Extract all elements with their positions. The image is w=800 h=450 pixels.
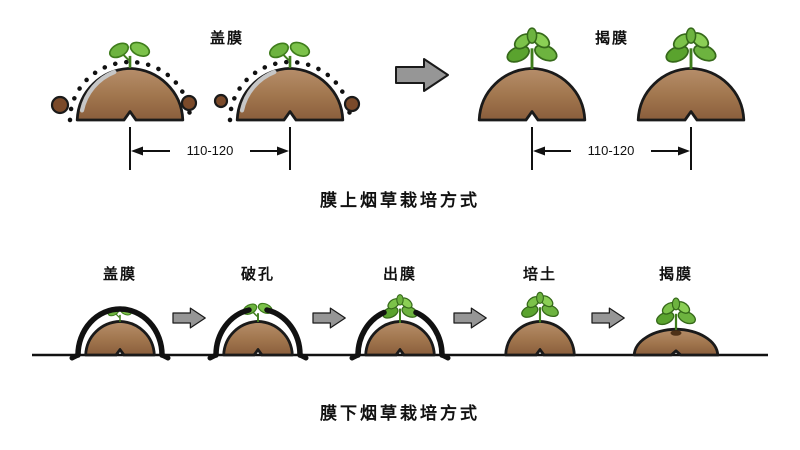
soil-mound-icon [222, 320, 294, 357]
arrow-right-icon [453, 307, 487, 329]
soil-clod-icon [50, 95, 70, 115]
right-dimension-label: 110-120 [571, 143, 651, 158]
top-remove-film-label: 揭膜 [594, 30, 629, 47]
planting-hole-icon [670, 330, 682, 336]
covered-mound-1 [75, 66, 185, 122]
film-dome-icon [213, 307, 303, 358]
covered-mound-2 [235, 66, 345, 122]
soil-mound-icon [636, 66, 746, 122]
soil-mound-icon [364, 320, 436, 357]
arrow-right-icon [395, 58, 449, 92]
stage-earth-up [504, 291, 576, 357]
arrow-right-icon [172, 307, 206, 329]
soil-mound-icon [477, 66, 587, 122]
plant-icon [518, 291, 562, 324]
plant-icon [653, 296, 699, 332]
stage-remove-film [632, 296, 720, 357]
film-sheen-icon [79, 69, 117, 113]
film-dome-icon [355, 309, 445, 358]
stage-break-hole [207, 300, 309, 361]
soil-mound-icon [504, 320, 576, 357]
plant-icon [662, 26, 720, 71]
top-cover-film-label: 盖膜 [209, 30, 244, 47]
soil-mound-icon [84, 320, 156, 357]
bottom-section-title: 膜下烟草栽培方式 [320, 404, 480, 423]
plant-icon [380, 293, 420, 325]
arrow-right-icon [312, 307, 346, 329]
soil-clod-icon [213, 93, 229, 109]
film-edge-icon [349, 352, 451, 361]
stage-label-break-hole: 破孔 [240, 266, 275, 283]
stage-label-earth-up: 培土 [522, 266, 557, 283]
left-dimension-label: 110-120 [170, 143, 250, 158]
film-edge-icon [207, 352, 309, 361]
top-section-title: 膜上烟草栽培方式 [320, 191, 480, 210]
film-sheen-icon [239, 69, 277, 113]
film-edge-icon [69, 352, 171, 361]
stage-label-emerge-film: 出膜 [382, 266, 417, 283]
arrow-right-icon [591, 307, 625, 329]
film-dome-icon [75, 306, 165, 358]
stage-cover-film [69, 304, 171, 361]
stage-label-cover-film: 盖膜 [102, 266, 137, 283]
stage-label-remove-film: 揭膜 [658, 266, 693, 283]
stage-emerge-film [349, 293, 451, 361]
soil-clod-icon [180, 94, 198, 112]
bottom-section [32, 291, 768, 361]
plant-icon [503, 26, 561, 71]
soil-clod-icon [343, 95, 361, 113]
